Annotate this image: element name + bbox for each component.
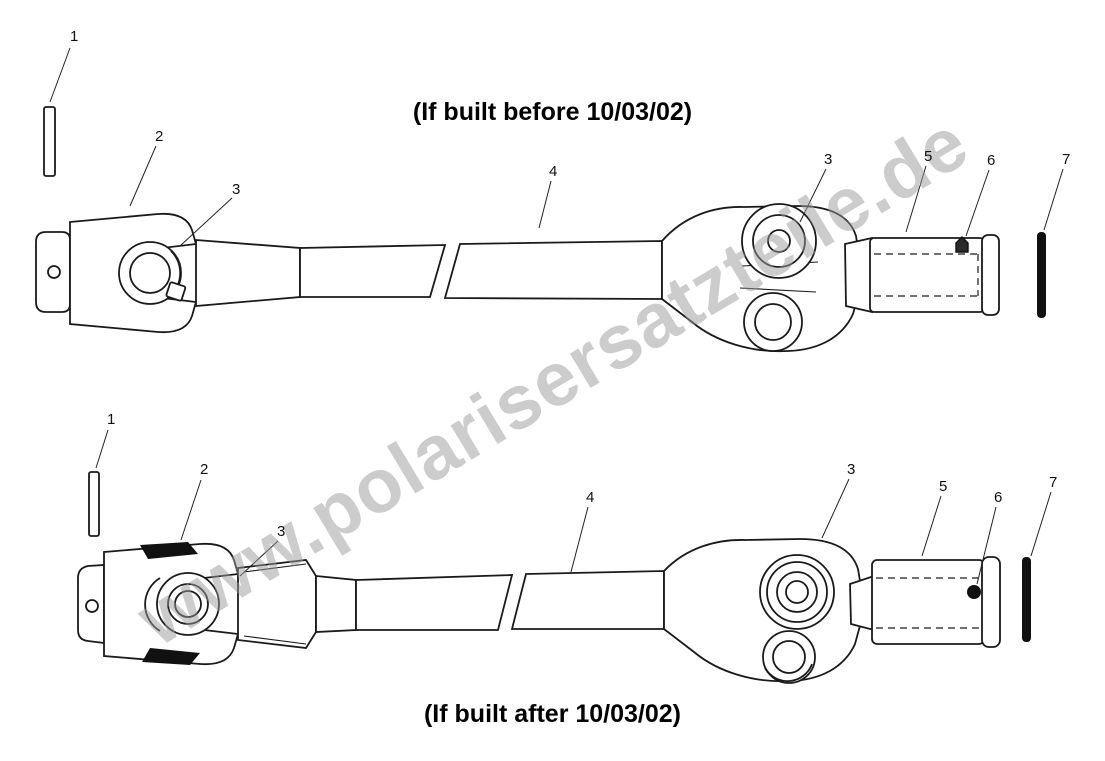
title-built-after: (If built after 10/03/02)	[423, 700, 682, 728]
callout-top-7: 7	[1062, 151, 1071, 168]
shaft-tube-a-top	[299, 244, 447, 298]
callout-bottom-2: 2	[200, 461, 209, 478]
flange-hole-bottom	[85, 599, 99, 613]
coupler-tube-bottom	[871, 559, 985, 645]
coupler-neck-bottom	[849, 574, 875, 632]
coupler-hidden-lines-bottom	[876, 577, 980, 629]
bearing-cap-large-center-top	[767, 229, 791, 253]
item-1-pin-bottom	[88, 471, 100, 537]
bearing-dark-arc-bottom-left	[144, 577, 161, 632]
bearing-cap-center-bottom	[785, 580, 809, 604]
shaft-cone-bottom	[315, 575, 357, 633]
coupler-hidden-lines-top	[874, 253, 980, 297]
item-6-bolt-top	[955, 236, 969, 253]
top-assembly	[35, 47, 1064, 353]
callout-top-5: 5	[924, 148, 933, 165]
callout-bottom-6: 6	[994, 489, 1003, 506]
yoke-shadow-lower-bottom	[142, 648, 200, 665]
callout-top-3: 3	[232, 181, 241, 198]
ujoint-bearing-inner-top-left	[129, 252, 171, 294]
coupler-end-ring-top	[981, 234, 1000, 316]
callout-bottom-7: 7	[1049, 474, 1058, 491]
bearing-cap-small-inner-bottom	[772, 640, 806, 674]
item-7-pin-bottom	[1022, 557, 1031, 642]
bottom-assembly	[77, 429, 1052, 684]
bearing-cap-small-inner-top	[754, 303, 792, 341]
callout-bottom-3b: 3	[847, 461, 856, 478]
shaft-cone-top	[195, 239, 301, 307]
ujoint-bearing-inner-bottom-left	[167, 583, 209, 625]
flange-hole-top	[47, 265, 61, 279]
yoke-section-2-bottom	[237, 559, 317, 649]
callout-bottom-4: 4	[586, 489, 595, 506]
bearing-cap-ring-bottom	[766, 561, 828, 623]
yoke-shadow-upper-bottom	[140, 542, 198, 559]
item-6-plug-bottom	[967, 585, 981, 599]
coupler-end-ring-bottom	[981, 556, 1001, 648]
callout-bottom-5: 5	[939, 478, 948, 495]
bearing-dark-arc-bottom-right	[764, 663, 813, 682]
bearing-clamp-top-left	[165, 281, 187, 302]
callout-top-2: 2	[155, 128, 164, 145]
coupler-neck-top	[844, 236, 873, 314]
leader-lines-top	[49, 47, 1064, 247]
shaft-tube-b-top	[443, 240, 663, 300]
item-7-pin-top	[1037, 232, 1046, 318]
callout-top-1: 1	[70, 28, 79, 45]
callout-bottom-1: 1	[107, 411, 116, 428]
shaft-tube-a-bottom	[355, 574, 514, 631]
yoke-section-2-lines-bottom	[243, 563, 307, 645]
title-built-before: (If built before 10/03/02)	[412, 98, 693, 126]
callout-bottom-3: 3	[277, 523, 286, 540]
leader-lines-bottom	[95, 429, 1052, 585]
ujoint-bearing-ring-bottom-left	[174, 590, 202, 618]
callout-top-6: 6	[987, 152, 996, 169]
shaft-tube-b-bottom	[510, 570, 665, 630]
item-1-pin-top	[43, 106, 56, 177]
callout-top-4: 4	[549, 163, 558, 180]
callout-top-3b: 3	[824, 151, 833, 168]
